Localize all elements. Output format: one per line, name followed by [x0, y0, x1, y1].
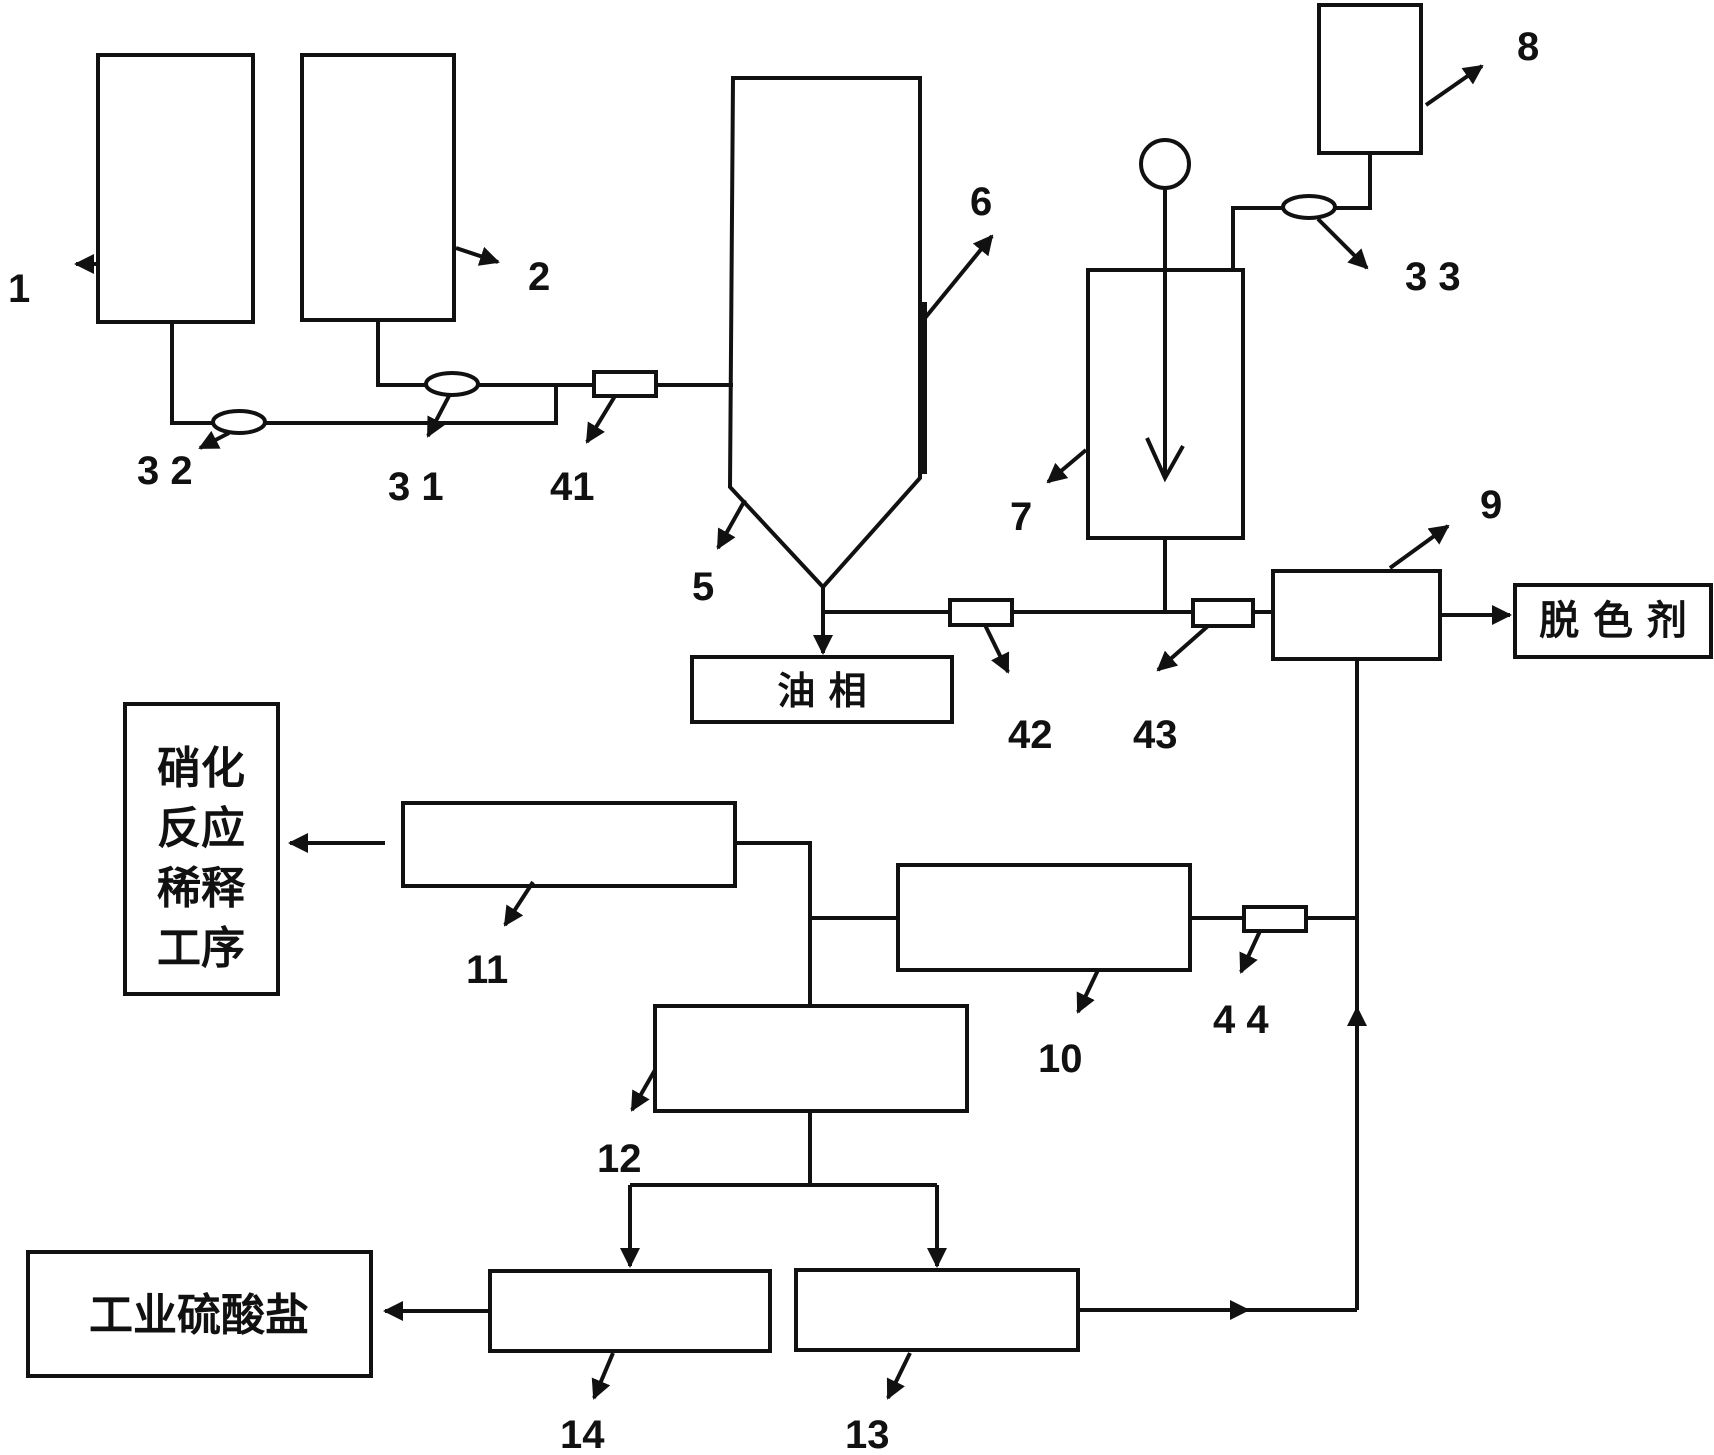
meter-43: [1191, 598, 1255, 628]
oil-phase-box: [690, 655, 954, 724]
valve-33: [1281, 194, 1337, 220]
leader-14: [591, 1352, 615, 1400]
leader-33: [1316, 217, 1369, 270]
label-32: 3 2: [137, 449, 193, 493]
label-10: 10: [1038, 1037, 1083, 1081]
unit-13: [794, 1268, 1080, 1352]
leader-5: [716, 499, 747, 550]
leader-6: [923, 234, 994, 320]
label-44: 4 4: [1213, 998, 1269, 1042]
label-42: 42: [1008, 713, 1053, 757]
unit-14: [488, 1269, 772, 1353]
leader-43: [1156, 624, 1210, 672]
leader-11: [503, 880, 535, 927]
label-43: 43: [1133, 713, 1178, 757]
decolorant-label: 脱 色 剂: [1539, 598, 1687, 644]
leader-42: [983, 624, 1010, 674]
unit-9: [1271, 569, 1442, 661]
label-12: 12: [597, 1137, 642, 1181]
label-33: 3 3: [1405, 255, 1461, 299]
label-14: 14: [560, 1413, 605, 1455]
label-6: 6: [970, 180, 992, 224]
leader-9: [1388, 524, 1450, 570]
label-9: 9: [1480, 483, 1502, 527]
label-5: 5: [692, 565, 714, 609]
unit-10: [896, 863, 1192, 972]
stirrer-motor: [1139, 138, 1191, 190]
pipe-11-12: [735, 841, 812, 1006]
leader-10: [1076, 969, 1100, 1014]
nitration-line-3: 稀释: [157, 863, 246, 914]
meter-41: [592, 370, 658, 398]
label-31: 3 1: [388, 465, 444, 509]
label-11: 11: [466, 948, 508, 992]
meter-42: [948, 598, 1014, 627]
label-8: 8: [1517, 25, 1539, 69]
leader-31: [426, 395, 451, 438]
valve-32: [211, 409, 267, 435]
label-13: 13: [845, 1413, 890, 1455]
leader-2: [455, 246, 500, 266]
level-gauge-6: [919, 302, 927, 474]
tank-1: [96, 53, 255, 324]
leader-12: [630, 1069, 657, 1112]
meter-44: [1242, 905, 1308, 933]
label-1: 1: [8, 267, 30, 311]
nitration-line-4: 工序: [157, 923, 245, 974]
leader-44: [1239, 930, 1262, 974]
label-7: 7: [1010, 495, 1032, 539]
industrial-sulfate-label: 工业硫酸盐: [89, 1290, 309, 1341]
label-2: 2: [528, 255, 550, 299]
nitration-line-2: 反应: [157, 803, 245, 854]
valve-31: [424, 371, 480, 397]
stirrer-blades: [1145, 437, 1185, 483]
leader-7: [1046, 448, 1088, 484]
unit-12: [653, 1004, 969, 1113]
leader-32: [198, 430, 230, 450]
tank-8: [1317, 3, 1423, 155]
nitration-dilution-box: [123, 702, 280, 996]
pipe-tank1: [170, 322, 558, 425]
label-41: 41: [550, 465, 595, 509]
nitration-line-1: 硝化: [157, 743, 245, 794]
leader-8: [1424, 64, 1484, 107]
industrial-sulfate-box: [26, 1250, 373, 1378]
tank-2: [300, 53, 456, 322]
unit-11: [401, 801, 737, 888]
leader-13: [886, 1352, 912, 1400]
oil-phase-label: 油 相: [777, 669, 866, 713]
separator-5: [727, 76, 922, 590]
decolorant-box: [1513, 583, 1713, 659]
leader-41: [585, 394, 617, 444]
